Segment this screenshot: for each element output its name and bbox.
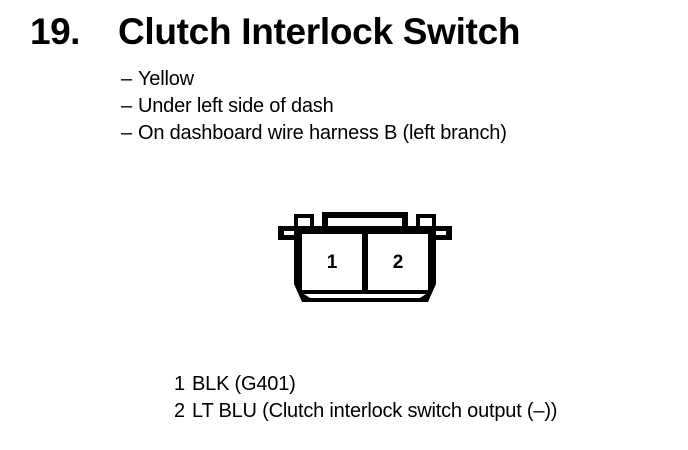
list-item: – Under left side of dash [121, 93, 661, 120]
dash-bullet-icon: – [121, 95, 132, 117]
dash-bullet-icon: – [121, 122, 132, 144]
pin-description: LT BLU (Clutch interlock switch output (… [192, 400, 558, 422]
cavity-number-2: 2 [393, 252, 404, 273]
page-title: Clutch Interlock Switch [117, 11, 521, 52]
cavity-number-1: 1 [327, 252, 338, 273]
detail-list: – Yellow – Under left side of dash – On … [121, 66, 661, 147]
right-tab-void [420, 218, 432, 226]
detail-text: Yellow [138, 68, 194, 90]
pin-legend-row: 2 LT BLU (Clutch interlock switch output… [174, 398, 674, 425]
connector-diagram: 1 2 [270, 206, 470, 316]
list-item: – On dashboard wire harness B (left bran… [121, 120, 661, 147]
pin-number: 2 [174, 400, 185, 422]
right-ear-notch [436, 231, 446, 235]
connector-outline-icon: 1 2 [278, 212, 452, 302]
pin-legend-row: 1 BLK (G401) [174, 371, 674, 398]
pin-description: BLK (G401) [192, 373, 296, 395]
pin-legend: 1 BLK (G401) 2 LT BLU (Clutch interlock … [174, 371, 674, 425]
cavity-1-opening [302, 234, 362, 290]
cavity-2-opening [368, 234, 428, 290]
page-header: 19. Clutch Interlock Switch [30, 13, 520, 50]
left-tab-void [298, 218, 310, 226]
dash-bullet-icon: – [121, 68, 132, 90]
detail-text: On dashboard wire harness B (left branch… [138, 122, 507, 144]
left-ear-notch [284, 231, 294, 235]
bottom-lip-slit [304, 294, 426, 298]
pin-number: 1 [174, 373, 185, 395]
center-rail-slot [328, 218, 402, 226]
list-item: – Yellow [121, 66, 661, 93]
detail-text: Under left side of dash [138, 95, 334, 117]
item-number: 19. [30, 11, 80, 52]
